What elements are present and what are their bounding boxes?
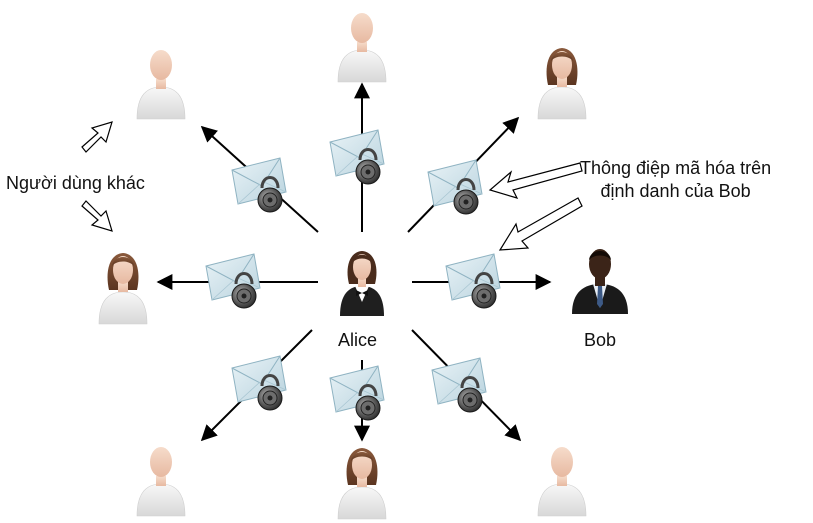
alice-avatar <box>340 251 384 316</box>
encrypted-message-note: Thông điệp mã hóa trên định danh của Bob <box>580 157 771 203</box>
alice-label: Alice <box>338 330 378 350</box>
bob-avatar <box>572 249 628 314</box>
hollow-arrow-up-right <box>81 121 113 153</box>
note-line-1: Thông điệp mã hóa trên <box>580 158 772 178</box>
hollow-arrow-to-envelope-bob <box>498 197 583 251</box>
pointer-arrows <box>81 121 583 251</box>
other-users-label: Người dùng khác <box>6 173 145 193</box>
bob-label: Bob <box>584 330 617 350</box>
note-line-2: định danh của Bob <box>600 181 751 201</box>
hollow-arrow-down-right <box>81 200 113 232</box>
hollow-arrow-to-envelope <box>488 162 583 199</box>
